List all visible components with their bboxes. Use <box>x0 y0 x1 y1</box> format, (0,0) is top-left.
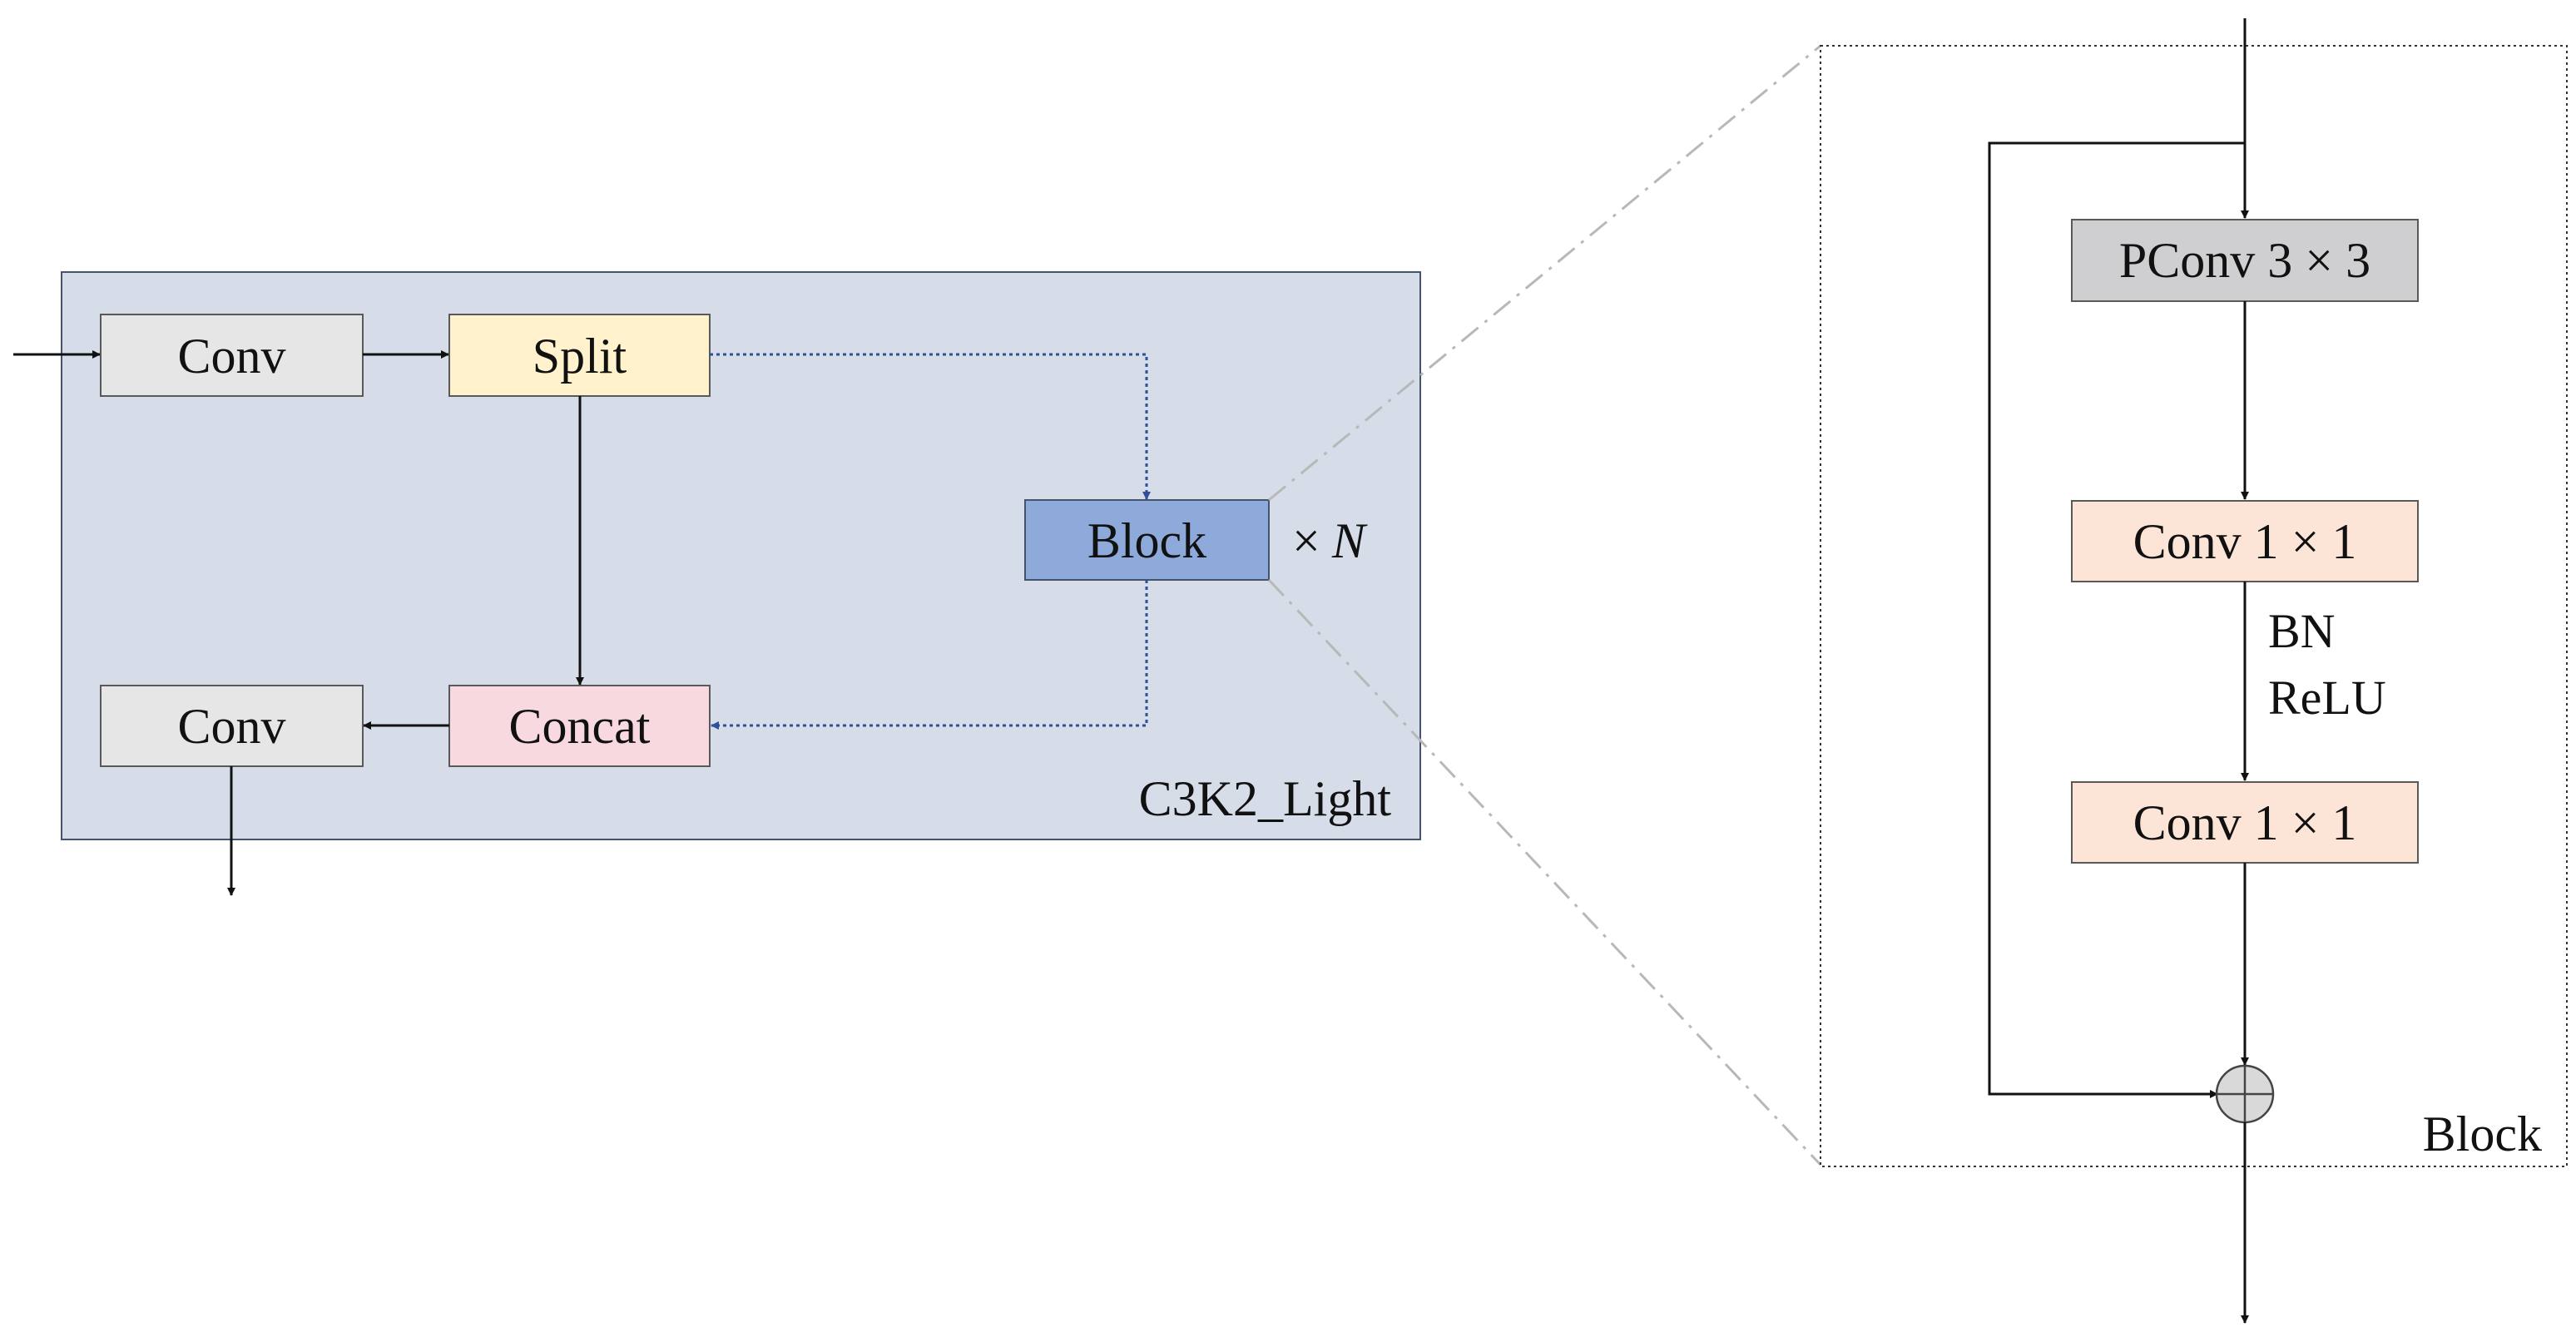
block-detail-frame <box>1820 45 2568 1167</box>
residual-shortcut-arrow <box>1988 141 2245 1098</box>
add-operator-icon <box>2215 1064 2275 1124</box>
block-to-concat-dotted-arrow <box>711 580 1148 730</box>
module-title: C3K2_Light <box>1139 771 1392 826</box>
conv1x1-second-node: Conv 1 × 1 <box>2071 781 2419 864</box>
conv1x1-second-label: Conv 1 × 1 <box>2133 795 2357 850</box>
bn-annotation: BN <box>2268 604 2336 658</box>
pconv-label: PConv 3 × 3 <box>2119 233 2370 288</box>
conv-output-node: Conv <box>100 685 364 767</box>
pconv-node: PConv 3 × 3 <box>2071 219 2419 302</box>
block-node: Block <box>1024 499 1270 581</box>
conv1x1-first-label: Conv 1 × 1 <box>2133 514 2357 569</box>
concat-node: Concat <box>448 685 711 767</box>
conv-output-label: Conv <box>177 699 285 754</box>
repeat-prefix: × <box>1292 513 1320 568</box>
concat-label: Concat <box>509 699 651 754</box>
block-detail: PConv 3 × 3 Conv 1 × 1 BN ReLU Conv 1 × … <box>1820 18 2568 1324</box>
relu-annotation: ReLU <box>2268 671 2386 725</box>
conv1x1-first-node: Conv 1 × 1 <box>2071 500 2419 582</box>
repeat-label: ×N <box>1292 513 1368 568</box>
split-node: Split <box>448 314 711 397</box>
c3k2-light-module: Conv Split Block ×N Concat <box>13 271 1421 896</box>
repeat-variable: N <box>1331 513 1368 568</box>
zoom-line-top <box>1268 44 1821 502</box>
conv-input-label: Conv <box>177 329 285 384</box>
conv-input-node: Conv <box>100 314 364 397</box>
block-label: Block <box>1087 513 1206 568</box>
block-detail-title: Block <box>2423 1107 2542 1161</box>
split-label: Split <box>533 329 627 384</box>
split-to-block-dotted-arrow <box>710 353 1151 500</box>
zoom-line-bottom <box>1267 578 1822 1166</box>
